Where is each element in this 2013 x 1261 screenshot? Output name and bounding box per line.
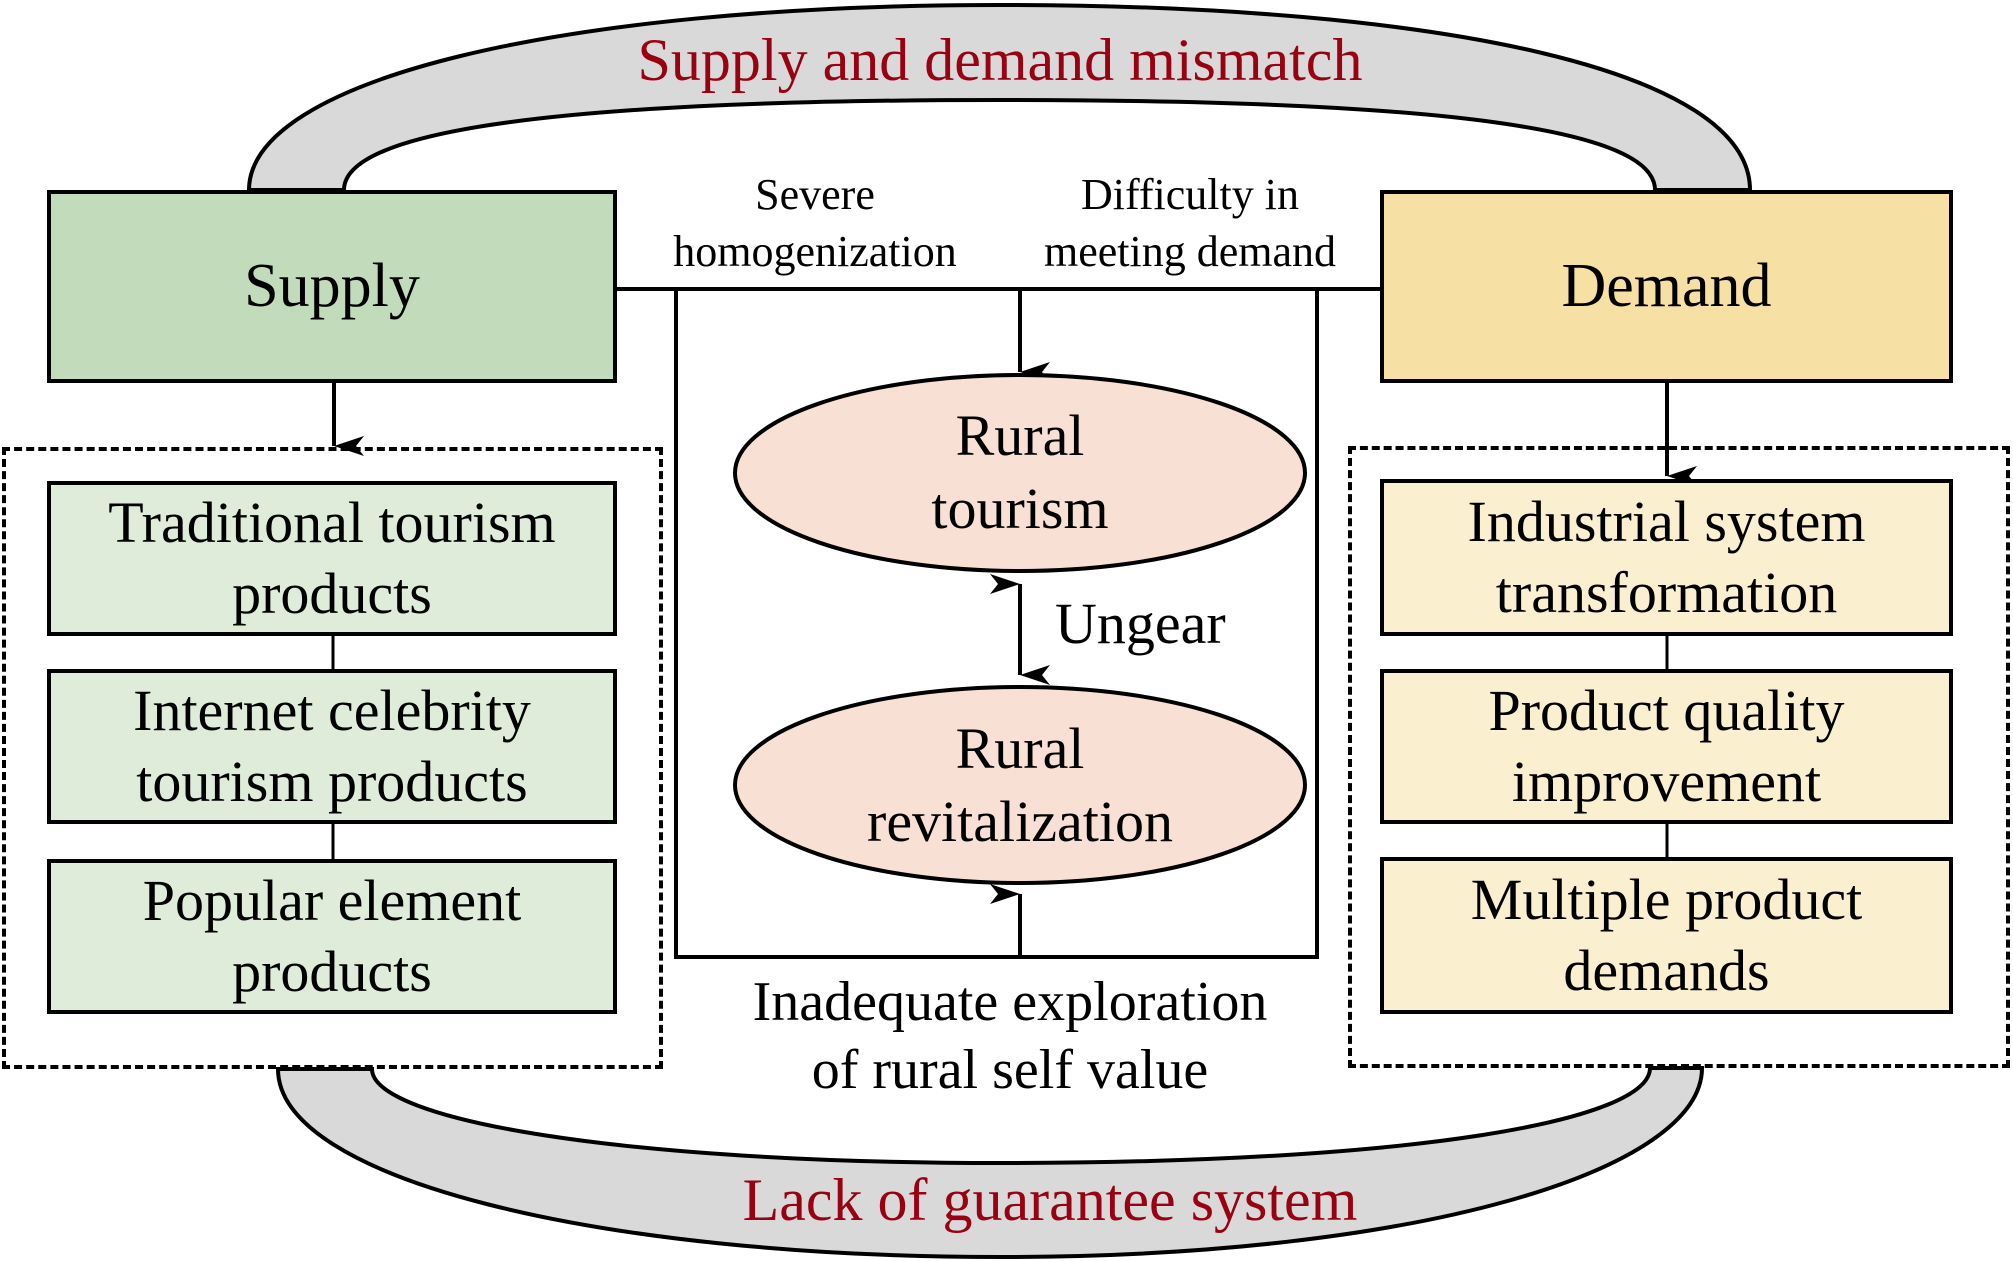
demand-item-line2: demands <box>1563 937 1770 1003</box>
demand-item-line1: Product quality <box>1488 677 1845 743</box>
rural-tourism-line1: Rural <box>955 403 1085 468</box>
right-issue-line1: Difficulty in <box>1081 170 1299 219</box>
demand-title: Demand <box>1561 251 1772 320</box>
supply-item-line1: Internet celebrity <box>133 677 531 743</box>
left-issue-line1: Severe <box>755 170 875 219</box>
supply-title: Supply <box>244 251 420 320</box>
bottom-arc-label: Lack of guarantee system <box>742 1167 1358 1233</box>
center-frame <box>674 289 1319 959</box>
demand-items-group <box>1348 446 2010 1068</box>
top-arc-band <box>246 2 1753 192</box>
right-issue-line2: meeting demand <box>1043 227 1336 277</box>
rural-tourism-node <box>733 373 1307 573</box>
supply-item-line2: products <box>232 938 432 1004</box>
demand-item-line2: transformation <box>1495 559 1838 625</box>
bottom-issue-line2: of rural self value <box>811 1039 1209 1102</box>
demand-item-line2: improvement <box>1511 748 1822 814</box>
ungear-label: Ungear <box>1055 591 1226 656</box>
rural-revitalization-line2: revitalization <box>867 788 1173 854</box>
supply-item-line1: Popular element <box>142 867 522 933</box>
top-arc-label: Supply and demand mismatch <box>637 27 1363 93</box>
supply-item-line2: products <box>232 560 432 626</box>
rural-revitalization-node <box>733 685 1307 885</box>
demand-item-line1: Multiple product <box>1470 866 1863 932</box>
demand-box: Demand <box>1380 190 1953 383</box>
left-issue-line2: homogenization <box>673 227 957 277</box>
rural-tourism-label: Rural tourism <box>820 400 1220 545</box>
bottom-issue-line1: Inadequate exploration <box>752 971 1268 1033</box>
bottom-issue-label: Inadequate exploration of rural self val… <box>680 968 1340 1105</box>
supply-items-group <box>2 447 663 1069</box>
left-issue-label: Severe homogenization <box>640 166 990 280</box>
rural-revitalization-line1: Rural <box>955 716 1085 781</box>
supply-item-line1: Traditional tourism <box>108 489 556 555</box>
supply-box: Supply <box>47 190 617 383</box>
rural-revitalization-label: Rural revitalization <box>800 713 1240 858</box>
right-issue-label: Difficulty in meeting demand <box>1010 166 1370 280</box>
demand-item-line1: Industrial system <box>1467 488 1866 554</box>
supply-item-line2: tourism products <box>136 748 528 814</box>
rural-tourism-line2: tourism <box>931 475 1109 541</box>
bottom-arc-band <box>275 1066 1705 1260</box>
